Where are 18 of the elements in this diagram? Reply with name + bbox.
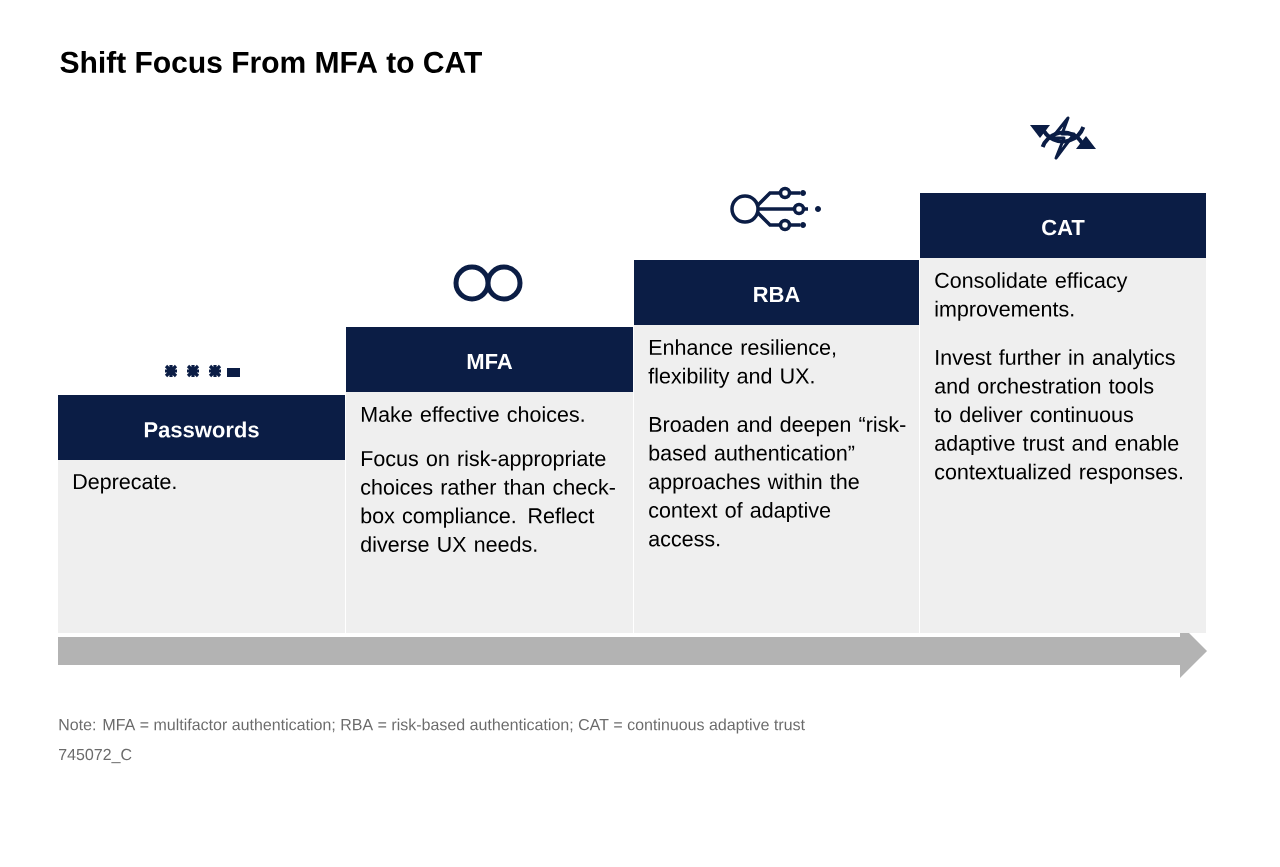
step-description: Deprecate. bbox=[73, 474, 176, 494]
step-description: Broaden and deepen “risk-based authentication” approaches within the context of adaptive access. bbox=[649, 416, 906, 547]
step-heading: RBA bbox=[754, 286, 800, 303]
step-description: Consolidate efficacy improvements. bbox=[935, 272, 1128, 321]
step-column bbox=[634, 260, 919, 633]
step-heading: MFA bbox=[467, 353, 513, 370]
step-description: Focus on risk-appropriate choices rather than check-box compliance. Reflect diverse UX needs. bbox=[361, 450, 615, 552]
step-heading: Passwords bbox=[144, 421, 259, 438]
footnote: Note: MFA = multifactor authentication; RBA = risk-based authentication; CAT = continuous adaptive trust bbox=[59, 718, 805, 734]
step-heading: CAT bbox=[1042, 219, 1085, 236]
step-description: Enhance resilience, flexibility and UX. bbox=[648, 339, 836, 388]
step-column bbox=[920, 193, 1206, 633]
step-column bbox=[346, 327, 633, 633]
title: Shift Focus From MFA to CAT bbox=[60, 51, 482, 73]
step-description: Invest further in analytics and orchestration tools to deliver continuous adaptive trust and enable contextualized responses. bbox=[934, 349, 1182, 484]
step-column bbox=[58, 395, 345, 633]
footnote: 745072_C bbox=[59, 748, 132, 764]
step-description: Make effective choices. bbox=[361, 406, 584, 422]
